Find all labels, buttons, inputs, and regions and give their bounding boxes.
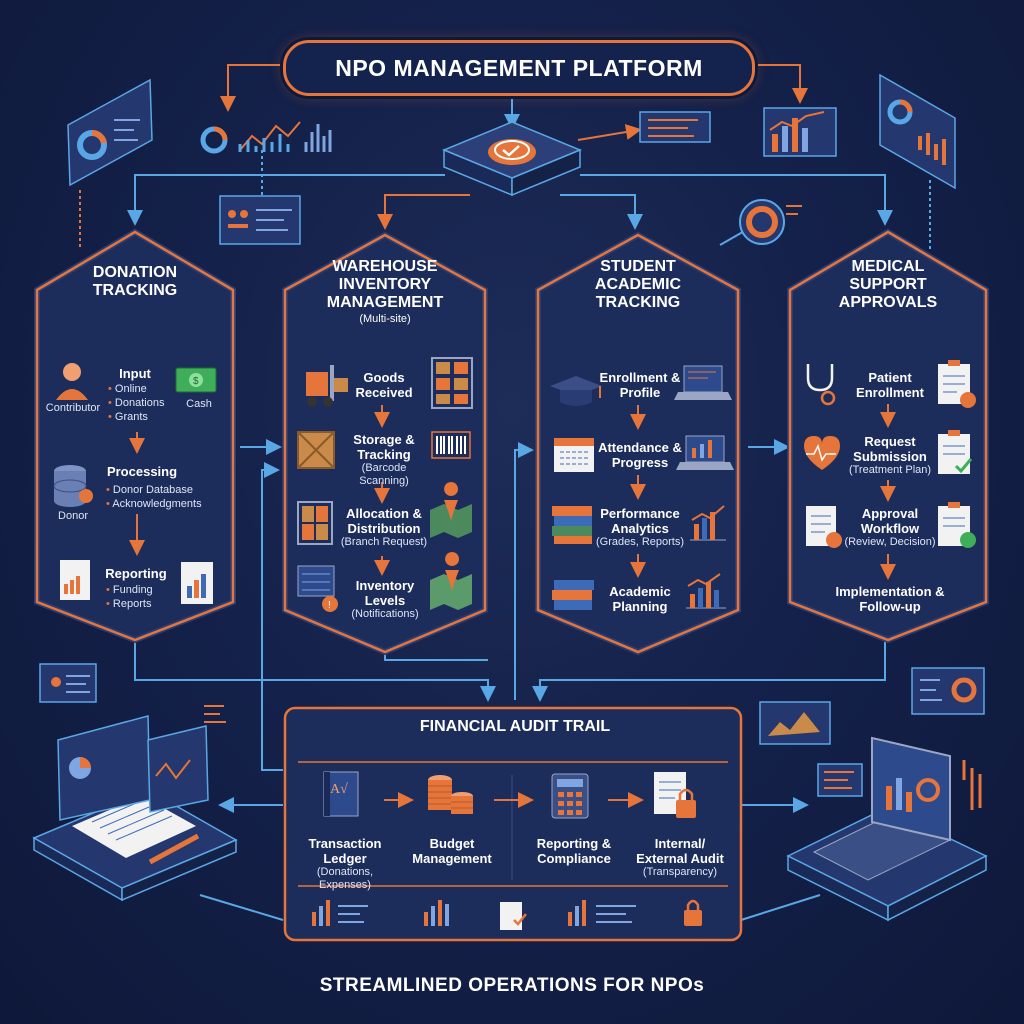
calculator-icon xyxy=(551,773,589,819)
laptop-icon-enrollment xyxy=(674,365,732,400)
donor-label: Donor xyxy=(58,510,88,522)
document-approval-icon xyxy=(806,506,842,548)
clipboard-check-icon-enrollment xyxy=(938,360,976,408)
bottom-right-laptop xyxy=(786,736,988,922)
warehouse-title-text: WAREHOUSE INVENTORY MANAGEMENT xyxy=(326,258,444,311)
medical-approvals-title: MEDICAL SUPPORT APPROVALS xyxy=(838,258,938,311)
financial-audit-title: FINANCIAL AUDIT TRAIL xyxy=(419,718,611,735)
panel-donation xyxy=(34,228,236,644)
medical-step-request: Request Submission (Treatment Plan) xyxy=(848,434,932,476)
student-step-enrollment: Enrollment & Profile xyxy=(599,370,681,400)
inner-flow-arrows xyxy=(129,404,896,580)
checklist-icon xyxy=(500,902,527,930)
student-tracking-title: STUDENT ACADEMIC TRACKING xyxy=(594,258,682,311)
bar-chart-icon-analytics xyxy=(690,505,726,541)
cash-label: Cash xyxy=(186,398,212,410)
student-step-performance: Performance Analytics (Grades, Reports) xyxy=(595,506,685,548)
bottom-right-screens xyxy=(759,667,985,810)
books-icon-analytics xyxy=(552,506,592,544)
medical-step-patient-enrollment: Patient Enrollment xyxy=(856,370,924,400)
books-icon-planning xyxy=(552,580,594,610)
report-document-icon xyxy=(60,560,90,600)
clipboard-check-icon-request xyxy=(938,430,973,474)
floating-screen-pie-topright xyxy=(879,73,956,190)
contributor-label: Contributor xyxy=(45,402,101,414)
forklift-icon xyxy=(306,365,348,407)
calendar-icon xyxy=(554,438,594,472)
warehouse-step-goods-received: Goods Received xyxy=(355,370,413,400)
contributor-icon xyxy=(56,363,88,400)
coin-stack-icon xyxy=(428,775,473,814)
map-pin-icon xyxy=(430,482,472,538)
bars-icon-1 xyxy=(312,900,368,926)
inventory-screen-icon: ! xyxy=(297,565,338,612)
boxes-rack-icon xyxy=(297,501,333,545)
floating-screen-pie-topleft xyxy=(67,78,153,187)
panel-student xyxy=(535,231,741,656)
barcode-icon xyxy=(431,431,471,459)
graduation-cap-icon xyxy=(550,376,602,406)
ledger-book-icon xyxy=(323,771,359,817)
financial-step-audit: Internal/ External Audit (Transparency) xyxy=(636,836,724,878)
warehouse-step-allocation: Allocation & Distribution (Branch Reques… xyxy=(340,506,428,548)
warehouse-subtitle: (Multi-site) xyxy=(359,313,411,325)
financial-step-reporting: Reporting & Compliance xyxy=(536,836,612,866)
donation-input-bullets: Online Donations Grants xyxy=(108,382,165,424)
floating-screen-people xyxy=(219,195,301,245)
donation-tracking-title: DONATION TRACKING xyxy=(92,264,178,299)
bars-icon-3 xyxy=(568,900,636,926)
bottom-left-screens xyxy=(39,663,226,821)
trend-chart-icon-planning xyxy=(686,573,726,609)
stethoscope-icon xyxy=(806,364,836,406)
student-step-attendance: Attendance & Progress xyxy=(598,440,682,470)
donation-processing-bullets: Donor Database Acknowledgments xyxy=(106,483,201,511)
platform-hub xyxy=(442,121,582,197)
database-icon xyxy=(53,465,93,507)
financial-icon-row xyxy=(312,899,702,930)
crate-icon xyxy=(297,431,335,469)
financial-step-budget: Budget Management xyxy=(412,836,492,866)
svg-text:!: ! xyxy=(328,600,331,611)
floating-screen-bars-top xyxy=(763,107,837,157)
svg-text:$: $ xyxy=(193,376,199,387)
medical-step-implementation: Implementation & Follow-up xyxy=(835,584,945,614)
floating-charts-top xyxy=(200,121,332,154)
floating-screen-list xyxy=(639,111,711,143)
lock-icon xyxy=(684,899,702,926)
bars-icon-2 xyxy=(424,900,449,926)
clipboard-check-icon-workflow xyxy=(938,502,976,548)
map-location-icon xyxy=(430,552,472,610)
student-step-planning: Academic Planning xyxy=(609,584,671,614)
heart-pulse-icon xyxy=(804,436,840,470)
cash-icon: $ xyxy=(175,367,217,393)
donation-reporting-bullets: Funding Reports xyxy=(106,583,153,611)
warehouse-step-storage: Storage & Tracking (Barcode Scanning) xyxy=(353,432,415,487)
ledger-glyph: A√ xyxy=(330,782,348,797)
laptop-icon-attendance xyxy=(676,435,734,470)
chart-document-icon xyxy=(181,562,213,604)
platform-title: NPO MANAGEMENT PLATFORM xyxy=(283,40,755,96)
footer-tagline: STREAMLINED OPERATIONS FOR NPOs xyxy=(319,975,705,996)
audit-lock-icon xyxy=(654,772,696,818)
donation-input-step: Input xyxy=(119,366,151,381)
connector-lines xyxy=(79,64,931,921)
donation-processing-step: Processing xyxy=(106,464,178,479)
financial-step-ledger: Transaction Ledger (Donations, Expenses) xyxy=(308,836,382,891)
panel-warehouse xyxy=(282,231,488,656)
donation-reporting-step: Reporting xyxy=(105,566,167,581)
target-gauge-icon xyxy=(739,199,802,245)
warehouse-title: WAREHOUSE INVENTORY MANAGEMENT (Multi-si… xyxy=(305,258,465,326)
bottom-left-tablet xyxy=(32,789,238,902)
warehouse-step-inventory: Inventory Levels (Notifications) xyxy=(351,578,419,620)
shelving-boxes-icon xyxy=(431,357,473,409)
medical-step-approval: Approval Workflow (Review, Decision) xyxy=(844,506,936,548)
panel-financial xyxy=(283,706,743,942)
